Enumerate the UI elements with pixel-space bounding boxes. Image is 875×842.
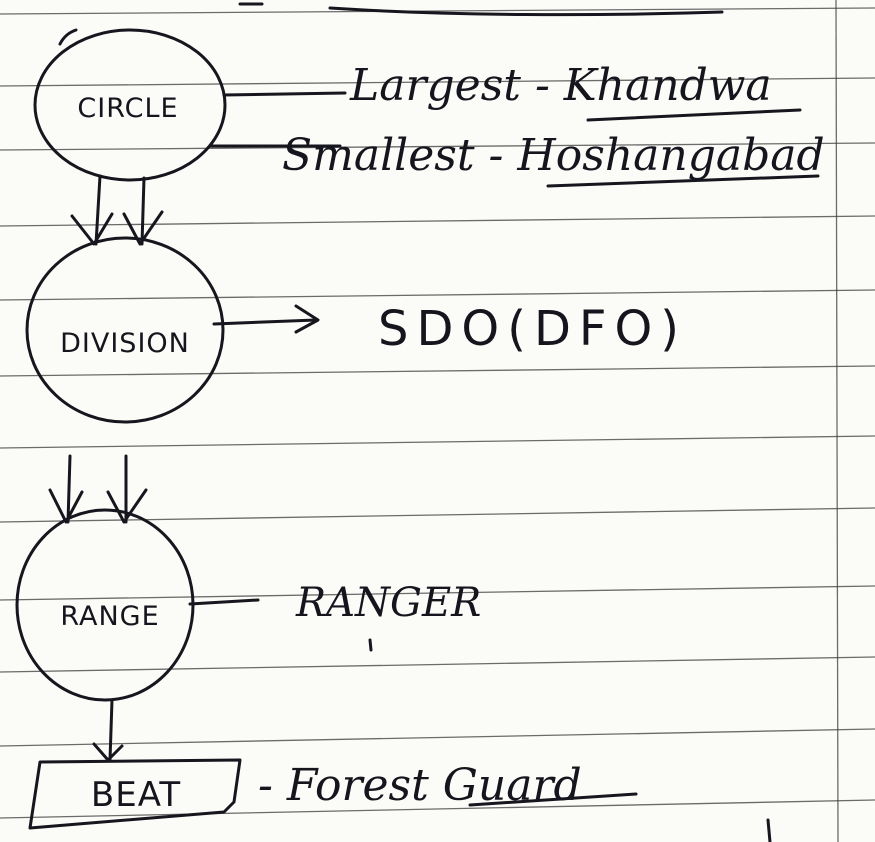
division-node: DIVISION xyxy=(25,236,225,424)
range-node: RANGE xyxy=(15,508,195,702)
division-node-shape xyxy=(25,236,225,424)
forest-guard-underline xyxy=(468,792,638,807)
division-officer-note: SDO(DFO) xyxy=(378,301,687,357)
khandwa-underline xyxy=(586,108,802,122)
division-to-officer-arrow xyxy=(212,304,320,334)
beat-node: BEAT xyxy=(28,758,242,830)
hoshangabad-underline xyxy=(546,174,820,188)
range-node-label: RANGE xyxy=(60,601,159,632)
circle-node: CIRCLE xyxy=(33,28,227,182)
division-to-range-arrows xyxy=(48,454,148,524)
top-strokes xyxy=(238,2,724,17)
beat-node-shape xyxy=(28,758,242,830)
circle-node-flourish xyxy=(58,28,78,46)
circle-node-label: CIRCLE xyxy=(77,93,178,124)
circle-node-shape xyxy=(33,28,227,182)
division-node-label: DIVISION xyxy=(60,328,190,359)
beat-node-label: BEAT xyxy=(91,775,181,815)
circle-to-division-arrows xyxy=(70,174,164,246)
ink-dot xyxy=(368,638,373,652)
circle-largest-note: Largest - Khandwa xyxy=(349,60,772,111)
range-officer-note: RANGER xyxy=(295,580,481,626)
bottom-stroke xyxy=(766,818,772,842)
range-to-beat-arrow xyxy=(92,698,124,762)
circle-smallest-note: Smallest - Hoshangabad xyxy=(282,130,825,181)
circle-to-largest-connector xyxy=(222,91,347,97)
beat-officer-note: - Forest Guard xyxy=(258,760,582,811)
range-connector xyxy=(188,598,260,606)
